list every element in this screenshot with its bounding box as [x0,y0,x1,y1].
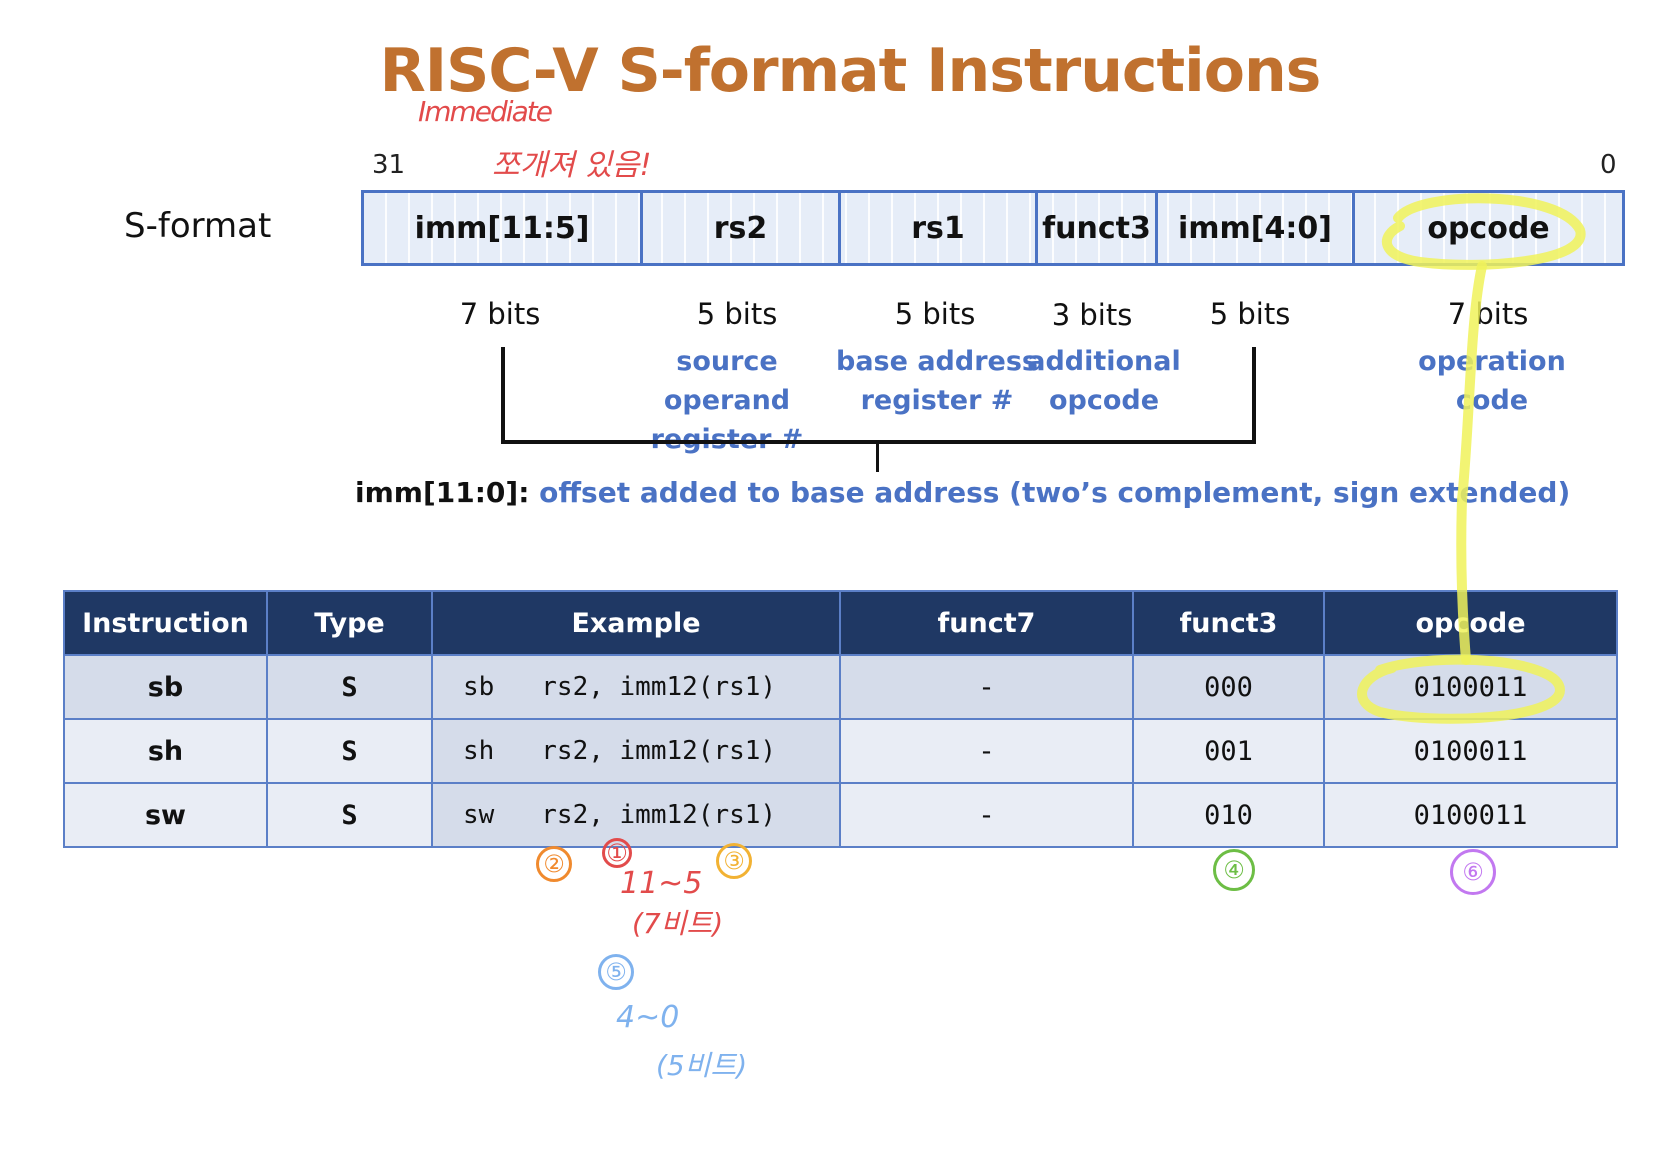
cell-funct7: - [839,782,1134,848]
table-row: sh S sh rs2, imm12(rs1) - 001 0100011 [63,718,1618,784]
range-note-4-0: 4~0 [616,1000,680,1035]
header-funct7: funct7 [839,590,1134,656]
bracket-left [501,347,505,443]
cell-example: sh rs2, imm12(rs1) [431,718,841,784]
header-funct3: funct3 [1132,590,1325,656]
cell-instruction: sb [63,654,268,720]
desc-rs2: source operand register # [612,342,842,459]
format-label: S-format [124,206,272,246]
cell-funct7: - [839,718,1134,784]
field-funct3: funct3 [1038,193,1158,263]
imm-note: imm[11:0]: offset added to base address … [355,476,1570,509]
header-opcode: opcode [1323,590,1618,656]
header-type: Type [266,590,433,656]
field-rs1: rs1 [841,193,1038,263]
cell-funct3: 000 [1132,654,1325,720]
desc-rs1-line2: register # [860,385,1014,416]
highlight-circle-opcode-value [1357,654,1566,724]
cell-funct3: 010 [1132,782,1325,848]
desc-rs1-line1: base address [836,346,1038,377]
cell-funct3: 001 [1132,718,1325,784]
header-instruction: Instruction [63,590,268,656]
imm-note-label: imm[11:0]: [355,476,530,509]
imm-note-text: offset added to base address (two’s comp… [539,476,1571,509]
desc-funct3: additional opcode [1004,342,1204,420]
highlight-connector-line [1456,261,1487,665]
cell-instruction: sw [63,782,268,848]
table-header-row: Instruction Type Example funct7 funct3 o… [63,590,1618,656]
desc-rs2-line2: register # [612,420,842,459]
desc-rs2-line1: source operand [663,346,791,416]
table-row: sw S sw rs2, imm12(rs1) - 010 0100011 [63,782,1618,848]
bits-imm-4-0: 5 bits [1209,297,1291,331]
highlight-circle-opcode-field [1381,193,1586,270]
cell-opcode: 0100011 [1323,718,1618,784]
bits-funct3: 3 bits [1051,298,1133,332]
range-note-7bits: (7비트) [632,907,724,940]
circle-number-2: ② [536,846,572,882]
bit-low-label: 0 [1600,150,1617,180]
circle-number-4: ④ [1213,849,1255,891]
range-note-5bits: (5비트) [656,1049,748,1082]
cell-instruction: sh [63,718,268,784]
bits-rs2: 5 bits [696,297,778,331]
bits-rs1: 5 bits [894,297,976,331]
desc-opcode-line1: operation [1418,346,1566,377]
handwritten-split-note: 쪼개져 있음! [492,148,652,183]
desc-funct3-line2: opcode [1048,385,1160,416]
circle-number-1: ① [602,838,632,868]
cell-type: S [266,718,433,784]
range-note-11-5: 11~5 [620,866,703,901]
desc-rs1: base address register # [822,342,1052,420]
cell-example: sw rs2, imm12(rs1) [431,782,841,848]
bracket-stem [876,442,879,472]
cell-funct7: - [839,654,1134,720]
bits-imm-11-5: 7 bits [459,297,541,331]
field-imm-11-5: imm[11:5] [364,193,643,263]
circle-number-3: ③ [716,843,752,879]
cell-example: sb rs2, imm12(rs1) [431,654,841,720]
bit-high-label: 31 [372,150,406,180]
handwritten-immediate-note: Immediate [418,95,553,128]
field-imm-4-0: imm[4:0] [1158,193,1355,263]
circle-number-6: ⑥ [1450,849,1496,895]
bracket-right [1252,347,1256,443]
page-title: RISC-V S-format Instructions [379,36,1322,106]
desc-funct3-line1: additional [1027,346,1181,377]
cell-opcode: 0100011 [1323,782,1618,848]
header-example: Example [431,590,841,656]
cell-type: S [266,654,433,720]
field-opcode: opcode [1427,210,1550,246]
bits-opcode: 7 bits [1447,297,1529,331]
field-rs2: rs2 [643,193,841,263]
circle-number-5: ⑤ [598,954,634,990]
cell-type: S [266,782,433,848]
instruction-table: Instruction Type Example funct7 funct3 o… [63,590,1618,848]
